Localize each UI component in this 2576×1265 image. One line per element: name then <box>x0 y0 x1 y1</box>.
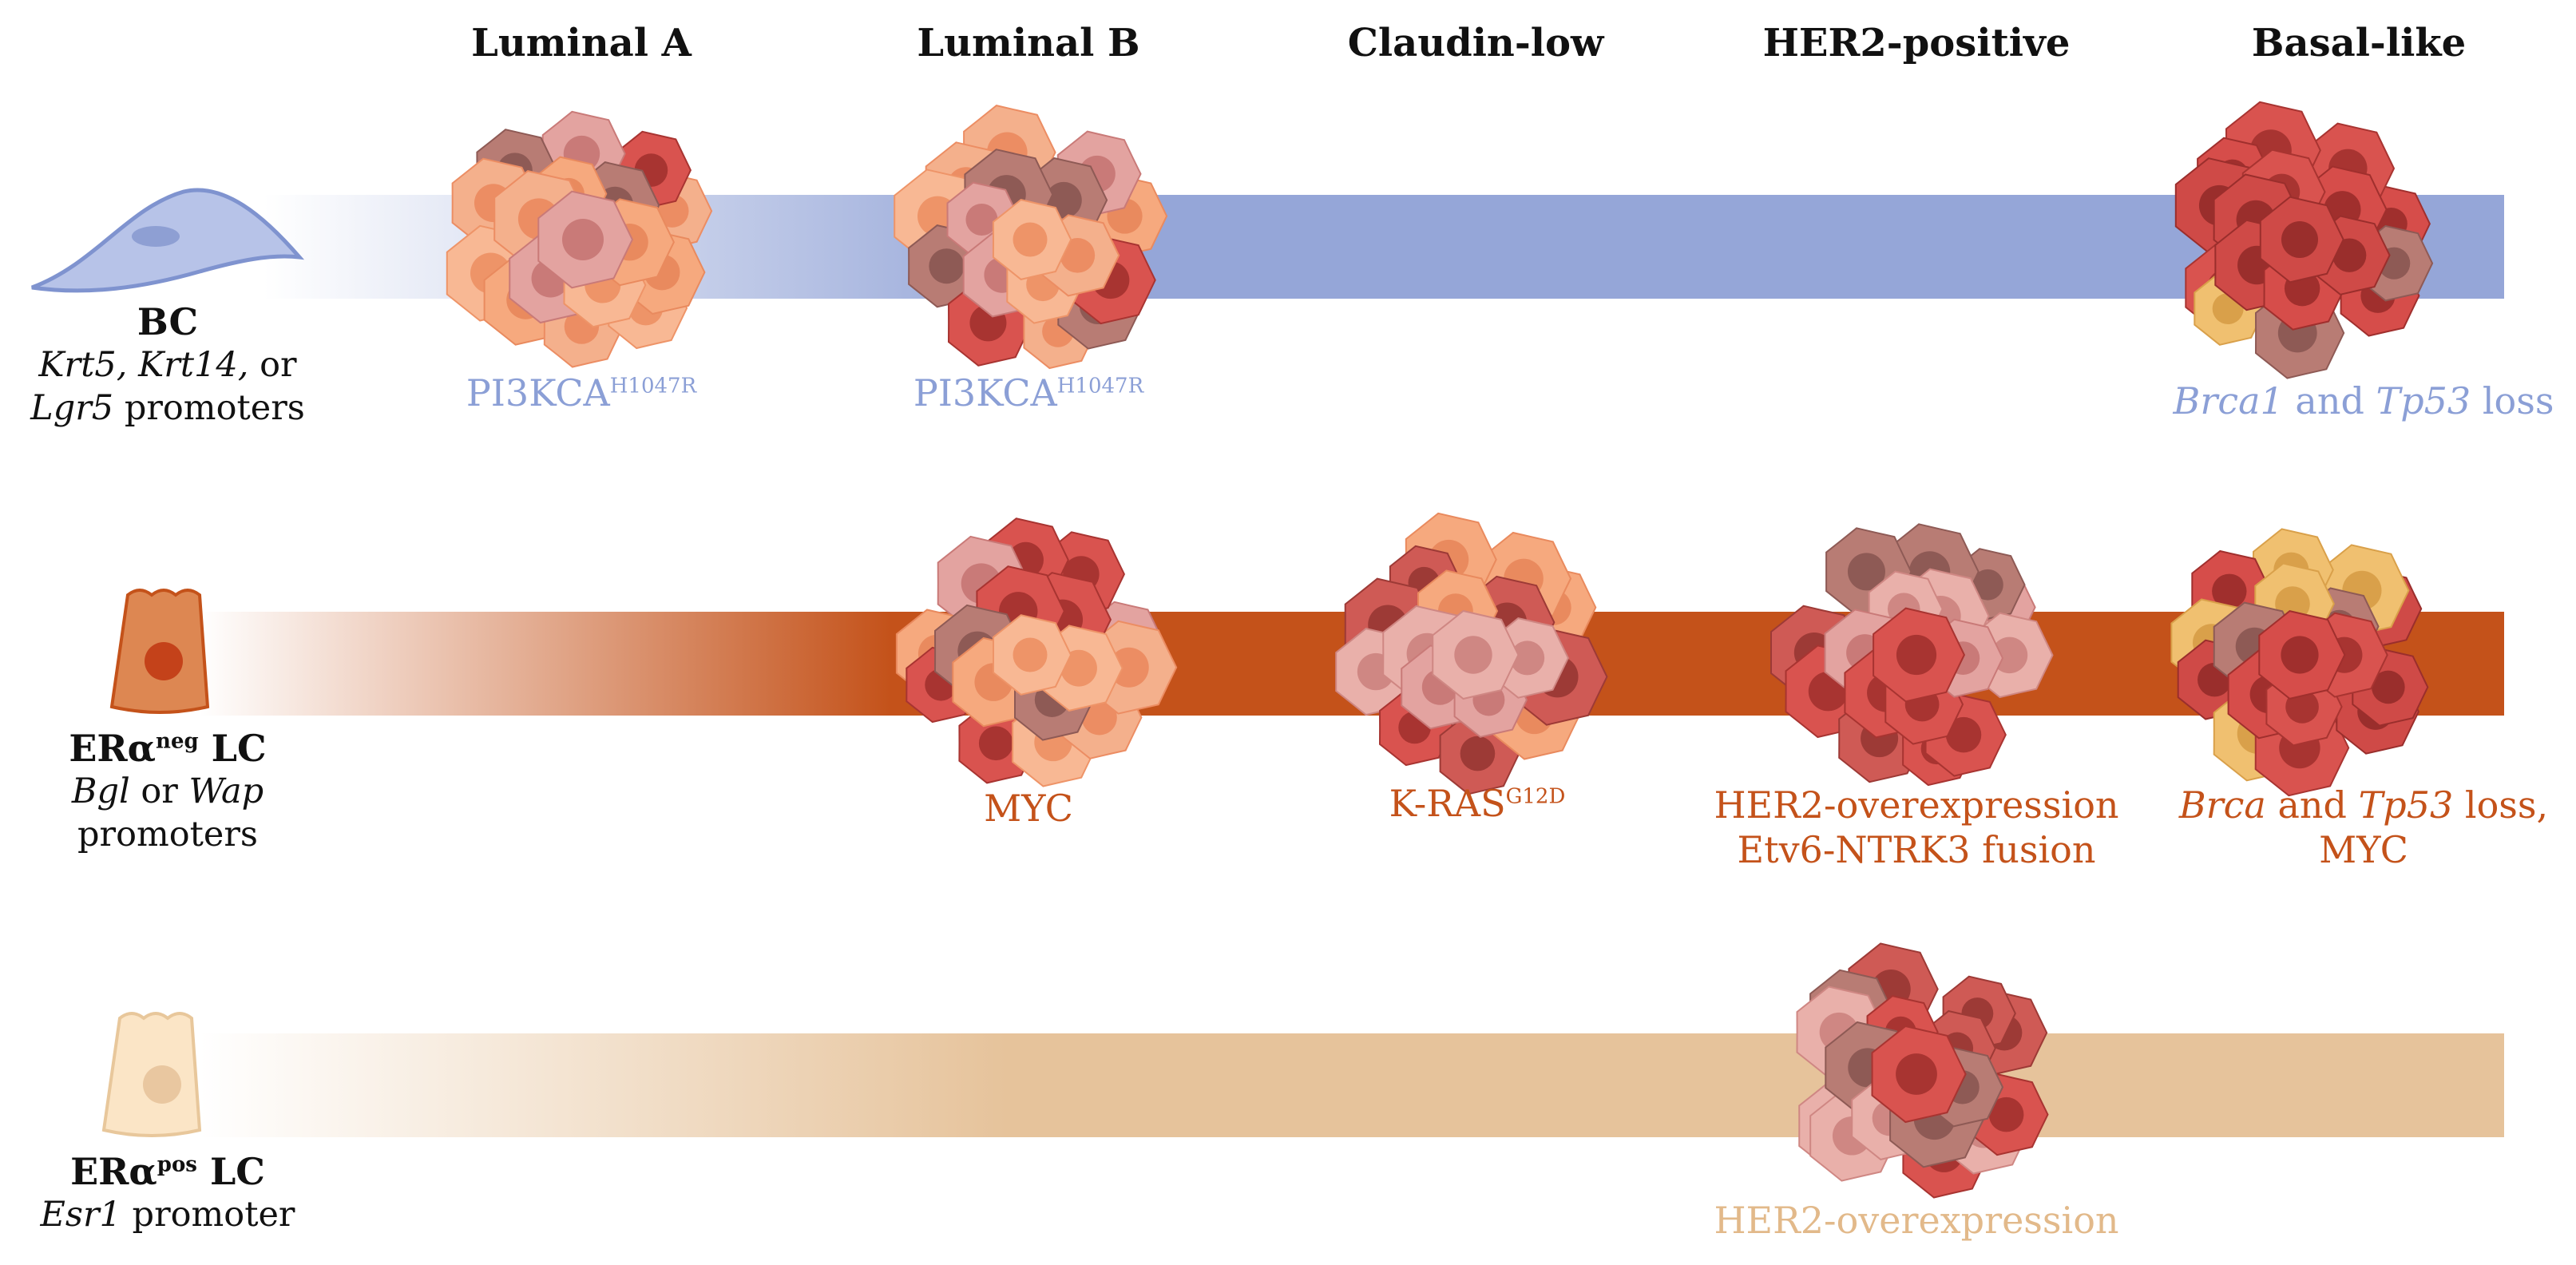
tumor-cell-nucleus <box>1013 222 1048 257</box>
er-status-sup: neg <box>156 729 199 754</box>
mutation-line-1: Brca and Tp53 loss, <box>2156 783 2571 827</box>
subtype-header-luminal-a: Luminal A <box>471 21 692 65</box>
tumor-cell-nucleus <box>1460 736 1496 771</box>
mutation-label-bc-basal-like: Brca1 and Tp53 loss <box>2156 379 2571 423</box>
subtype-header-her2-positive: HER2-positive <box>1762 21 2071 65</box>
gene-esr1: Esr1 <box>40 1195 121 1235</box>
conjunction: and <box>2265 783 2359 827</box>
cell-type-name: ERαpos LC <box>16 1150 319 1193</box>
row-label-er-pos-lc: ERαpos LC Esr1 promoter <box>16 1150 319 1236</box>
tumor-cell-nucleus <box>978 726 1013 761</box>
promoter-or: or <box>248 345 297 385</box>
gene-krt5: Krt5, <box>38 345 128 385</box>
tumor-cell-nucleus <box>1988 1096 2024 1132</box>
mutation-gene: HER2-overexpression <box>1714 1199 2119 1242</box>
mutation-gene: K-RAS <box>1389 782 1506 825</box>
subtype-header-luminal-b: Luminal B <box>917 21 1140 65</box>
tumor-cell-nucleus <box>1510 640 1545 676</box>
gene-wap: Wap <box>188 771 264 811</box>
tumor-cell-nucleus <box>1081 700 1117 736</box>
promoter-text: Bgl or Wap <box>16 770 319 813</box>
loss-word: loss, <box>2453 783 2549 827</box>
spacer <box>127 345 138 385</box>
tumor-cell-nucleus <box>929 248 965 284</box>
promoter-or: or <box>129 771 189 811</box>
tumor-cell-nucleus <box>2332 238 2367 272</box>
mutation-line-2: Etv6-NTRK3 fusion <box>1737 828 2096 871</box>
er-status-sup: pos <box>157 1152 197 1177</box>
gene-brca1: Brca1 <box>2173 379 2284 422</box>
gene-tp53: Tp53 <box>2358 783 2454 827</box>
row-label-bc: BC Krt5, Krt14, or Lgr5 promoters <box>16 300 319 430</box>
cell-type-name: BC <box>137 300 199 343</box>
er-alpha: ERα <box>69 727 157 770</box>
mutation-gene: PI3KCA <box>913 371 1057 414</box>
tumor-cell-nucleus <box>1454 636 1492 674</box>
mutation-variant: H1047R <box>1056 374 1144 399</box>
tumor-cell-nucleus <box>1108 647 1149 688</box>
mutation-line-1: HER2-overexpression <box>1714 783 2119 827</box>
er-alpha: ERα <box>70 1150 157 1193</box>
mutation-label-bc-luminal-a: PI3KCAH1047R <box>382 371 781 415</box>
mutation-label-er-neg-claudin-low: K-RASG12D <box>1310 781 1645 826</box>
mutation-variant: H1047R <box>609 374 697 399</box>
gene-brca: Brca <box>2178 783 2266 827</box>
tumor-cell-nucleus <box>2212 573 2247 609</box>
gene-tp53: Tp53 <box>2376 379 2471 422</box>
promoter-word: promoter <box>121 1195 295 1235</box>
luminal-cell-neg-icon <box>109 589 210 714</box>
mutation-label-er-neg-basal-like: Brca and Tp53 loss, MYC <box>2156 783 2571 872</box>
mutation-variant: G12D <box>1505 784 1566 809</box>
lc-suffix: LC <box>196 1150 265 1193</box>
row-label-er-neg-lc: ERαneg LC Bgl or Wap promoters <box>16 727 319 856</box>
promoter-text: Esr1 promoter <box>16 1193 319 1236</box>
promoter-text-line2: promoters <box>77 815 258 855</box>
mutation-label-er-pos-her2-positive: HER2-overexpression <box>1677 1198 2156 1243</box>
promoters-word: promoters <box>113 388 305 428</box>
tumor-cell-nucleus <box>1847 553 1885 591</box>
mutation-label-er-neg-her2-positive: HER2-overexpression Etv6-NTRK3 fusion <box>1677 783 2156 872</box>
tumor-cell-nucleus <box>562 219 604 260</box>
luminal-cell-pos-icon <box>101 1012 202 1137</box>
gene-lgr5: Lgr5 <box>30 388 114 428</box>
tumor-cell-nucleus <box>1896 634 1937 676</box>
loss-word: loss <box>2471 379 2554 422</box>
tumor-cell-nucleus <box>2372 670 2405 704</box>
tumor-cell-nucleus <box>2281 221 2318 258</box>
tumor-cell-nucleus <box>2281 636 2319 674</box>
tumor-cell-nucleus <box>1896 1053 1937 1095</box>
tumor-cell-nucleus <box>1972 569 2003 601</box>
tumor-cell-nucleus <box>1945 716 1982 753</box>
tumor-cell-nucleus <box>965 204 998 236</box>
gene-krt14: Krt14, <box>138 345 249 385</box>
mutation-gene: MYC <box>984 787 1073 830</box>
gene-bgl: Bgl <box>71 771 130 811</box>
conjunction: and <box>2283 379 2376 422</box>
basal-cell-icon <box>31 188 305 293</box>
mutation-gene: PI3KCA <box>466 371 610 414</box>
lc-suffix: LC <box>198 727 267 770</box>
er-pos-lineage-bar <box>200 1033 2504 1137</box>
promoter-text-line2: Lgr5 promoters <box>16 387 319 430</box>
tumor-cell-nucleus <box>1060 238 1096 273</box>
mutation-line-2: MYC <box>2319 828 2408 871</box>
mutation-label-bc-luminal-b: PI3KCAH1047R <box>829 371 1228 415</box>
tumor-cell-nucleus <box>1013 637 1048 672</box>
subtype-header-basal-like: Basal-like <box>2251 21 2467 65</box>
subtype-header-claudin-low: Claudin-low <box>1347 21 1604 65</box>
cell-type-name: ERαneg LC <box>16 727 319 770</box>
mutation-label-er-neg-luminal-b: MYC <box>869 786 1188 831</box>
promoter-text: Krt5, Krt14, or <box>16 343 319 387</box>
